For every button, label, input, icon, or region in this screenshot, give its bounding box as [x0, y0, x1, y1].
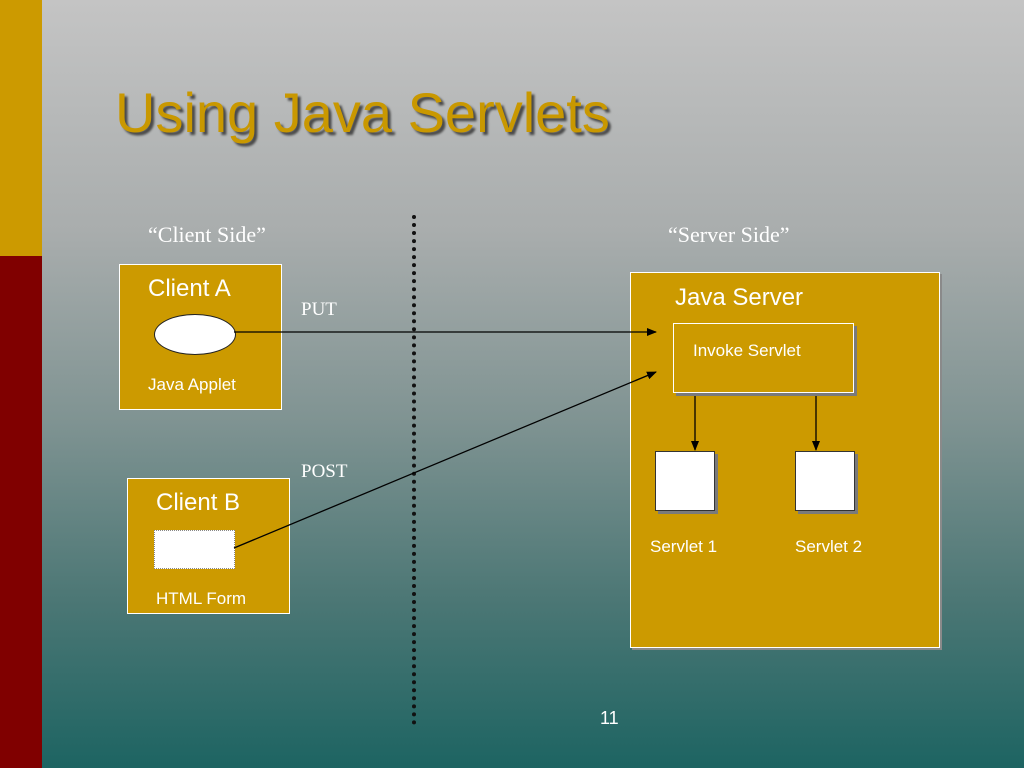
client-b-title: Client B	[156, 489, 241, 516]
client-a-box: Client A Java Applet	[119, 264, 282, 410]
sidebar-maroon-band	[0, 256, 42, 768]
servlet-2-icon	[795, 451, 855, 511]
server-side-label: “Server Side”	[668, 222, 790, 247]
applet-oval-icon	[154, 314, 236, 355]
invoke-servlet-label: Invoke Servlet	[693, 341, 801, 360]
client-server-divider	[412, 215, 416, 725]
slide-title: Using Java Servlets	[115, 81, 610, 144]
servlet-1-label: Servlet 1	[650, 537, 718, 556]
put-label: PUT	[301, 299, 337, 320]
html-form-icon	[154, 530, 235, 569]
client-b-caption: HTML Form	[156, 589, 247, 608]
post-arrow	[233, 371, 657, 549]
post-label: POST	[301, 461, 348, 482]
servlet-2-label: Servlet 2	[795, 537, 863, 556]
invoke-servlet-box: Invoke Servlet	[673, 323, 854, 393]
client-b-box: Client B HTML Form	[127, 478, 290, 614]
client-a-caption: Java Applet	[148, 375, 236, 394]
servlet-1-icon	[655, 451, 715, 511]
page-number: 11	[600, 708, 619, 728]
client-a-title: Client A	[148, 275, 231, 302]
sidebar-gold-band	[0, 0, 42, 256]
java-server-title: Java Server	[675, 284, 804, 311]
client-side-label: “Client Side”	[148, 222, 266, 247]
